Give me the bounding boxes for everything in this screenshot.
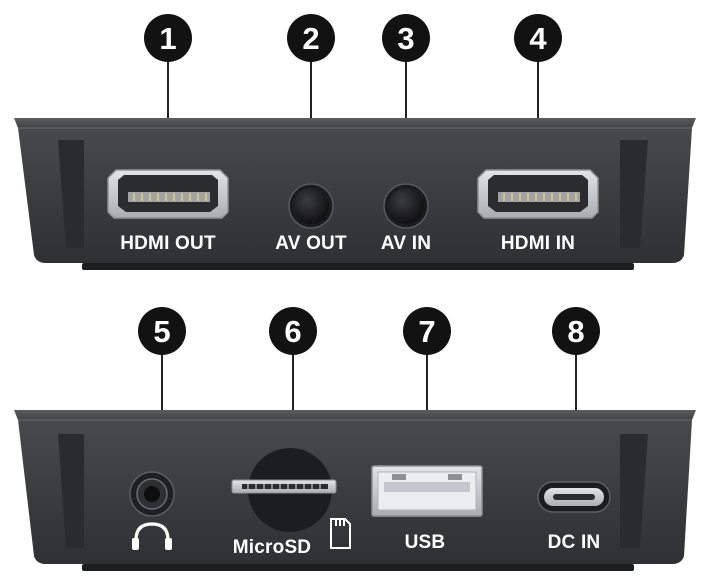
callout-badge-1: 1 xyxy=(144,14,192,62)
callout-number-5: 5 xyxy=(153,314,170,349)
device-housing-top xyxy=(14,118,696,270)
callout-number-4: 4 xyxy=(529,21,547,56)
callout-badge-8: 8 xyxy=(552,307,600,355)
callout-number-7: 7 xyxy=(418,314,435,349)
label-microsd: MicroSD xyxy=(233,537,311,558)
callout-badge-4: 4 xyxy=(514,14,562,62)
callout-number-6: 6 xyxy=(284,314,301,349)
headphone-icon xyxy=(132,522,172,550)
microsd-card-icon xyxy=(330,518,351,549)
usb-port xyxy=(371,465,483,517)
device-housing-bottom xyxy=(14,410,696,571)
callout-number-3: 3 xyxy=(397,21,414,56)
dc-in-port xyxy=(537,481,611,513)
bottom-panel: MicroSD USB DC IN 5 xyxy=(14,307,696,571)
callout-badge-2: 2 xyxy=(287,14,335,62)
label-usb: USB xyxy=(405,532,446,553)
hdmi-out-port xyxy=(107,169,229,219)
hdmi-in-port xyxy=(477,169,599,219)
top-panel: HDMI OUT AV OUT AV IN HDMI IN 1 2 3 4 xyxy=(14,14,696,270)
label-av-in: AV IN xyxy=(381,233,431,254)
callout-badge-5: 5 xyxy=(138,307,186,355)
label-av-out: AV OUT xyxy=(275,233,347,254)
callout-number-8: 8 xyxy=(567,314,584,349)
label-dc-in: DC IN xyxy=(548,532,601,553)
callout-badge-7: 7 xyxy=(403,307,451,355)
label-hdmi-in: HDMI IN xyxy=(501,233,575,254)
callout-badge-3: 3 xyxy=(382,14,430,62)
callout-badge-6: 6 xyxy=(269,307,317,355)
label-hdmi-out: HDMI OUT xyxy=(120,233,216,254)
microsd-slot xyxy=(231,448,337,532)
headphone-jack xyxy=(129,471,175,517)
av-in-jack xyxy=(383,183,429,229)
callout-number-1: 1 xyxy=(159,21,176,56)
av-out-jack xyxy=(288,183,334,229)
callout-number-2: 2 xyxy=(302,21,319,56)
